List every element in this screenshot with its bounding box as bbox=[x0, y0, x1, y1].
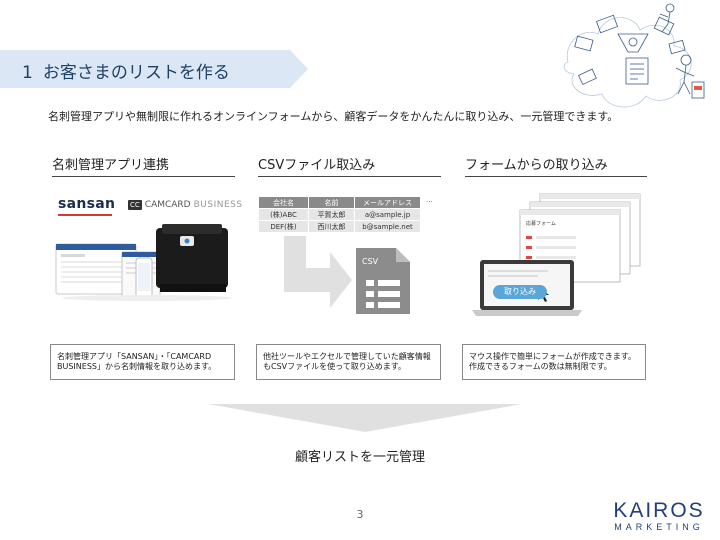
table-row: (株)ABC 平賀太郎 a@sample.jp bbox=[258, 208, 421, 221]
table-cell: a@sample.jp bbox=[354, 208, 421, 221]
table-row: DEF(株) 西川太郎 b@sample.net bbox=[258, 220, 421, 233]
banner-arrow-shape bbox=[0, 50, 308, 88]
sansan-logo-underline bbox=[58, 214, 112, 216]
form-title: 応募フォーム bbox=[526, 221, 556, 227]
table-more-indicator: ... bbox=[426, 196, 433, 204]
section-number: 1 bbox=[22, 63, 33, 83]
table-cell: 西川太郎 bbox=[308, 220, 355, 233]
camcard-badge: CC bbox=[128, 200, 142, 210]
table-header-email: メールアドレス bbox=[354, 196, 421, 209]
table-header-name: 名前 bbox=[308, 196, 355, 209]
table-header-row: 会社名 名前 メールアドレス bbox=[258, 196, 421, 209]
form-illustration: 応募フォーム 取り込み bbox=[468, 190, 648, 318]
kairos-logo: KAIROS MARKETING bbox=[606, 500, 712, 533]
description-form-import: マウス操作で簡単にフォームが作成できます。作成できるフォームの数は無制限です。 bbox=[462, 344, 646, 380]
csv-arrow-file-graphic bbox=[284, 236, 410, 314]
table-cell: 平賀太郎 bbox=[308, 208, 355, 221]
heading-form-import: フォームからの取り込み bbox=[465, 154, 647, 177]
form-laptop-graphic bbox=[472, 193, 641, 316]
camcard-suffix: BUSINESS bbox=[193, 200, 243, 210]
section-title-text: お客さまのリストを作る bbox=[42, 63, 230, 83]
sansan-logo: sansan bbox=[58, 196, 116, 212]
table-header-company: 会社名 bbox=[258, 196, 309, 209]
description-card-app: 名刺管理アプリ「SANSAN」・「CAMCARD BUSINESS」から名刺情報… bbox=[50, 344, 235, 380]
page-number: 3 bbox=[356, 508, 364, 521]
camcard-name: CAMCARD bbox=[144, 200, 191, 210]
section-title: 1 お客さまのリストを作る bbox=[22, 58, 230, 83]
import-button[interactable]: 取り込み bbox=[493, 285, 547, 299]
heading-csv-import: CSVファイル取込み bbox=[258, 154, 441, 177]
table-cell: b@sample.net bbox=[354, 220, 421, 233]
marketing-illustration-icon bbox=[563, 3, 705, 108]
intro-text: 名刺管理アプリや無制限に作れるオンラインフォームから、顧客データをかんたんに取り… bbox=[48, 110, 619, 123]
brand-name: KAIROS bbox=[613, 499, 705, 522]
devices-scanner-illustration bbox=[55, 224, 232, 301]
heading-card-app: 名刺管理アプリ連携 bbox=[52, 154, 235, 177]
csv-file-label: CSV bbox=[362, 257, 379, 266]
table-cell: DEF(株) bbox=[258, 220, 309, 233]
merge-arrow-shape bbox=[208, 404, 522, 432]
csv-sample-table: 会社名 名前 メールアドレス (株)ABC 平賀太郎 a@sample.jp D… bbox=[258, 196, 421, 233]
table-cell: (株)ABC bbox=[258, 208, 309, 221]
description-csv-import: 他社ツールやエクセルで管理していた顧客情報もCSVファイルを使って取り込めます。 bbox=[256, 344, 441, 380]
brand-subtitle: MARKETING bbox=[614, 522, 704, 532]
csv-illustration: CSV 会社名 名前 メールアドレス (株)ABC 平賀太郎 a@sample.… bbox=[258, 196, 443, 321]
section-banner: 1 お客さまのリストを作る bbox=[0, 50, 308, 88]
result-text: 顧客リストを一元管理 bbox=[294, 450, 425, 465]
